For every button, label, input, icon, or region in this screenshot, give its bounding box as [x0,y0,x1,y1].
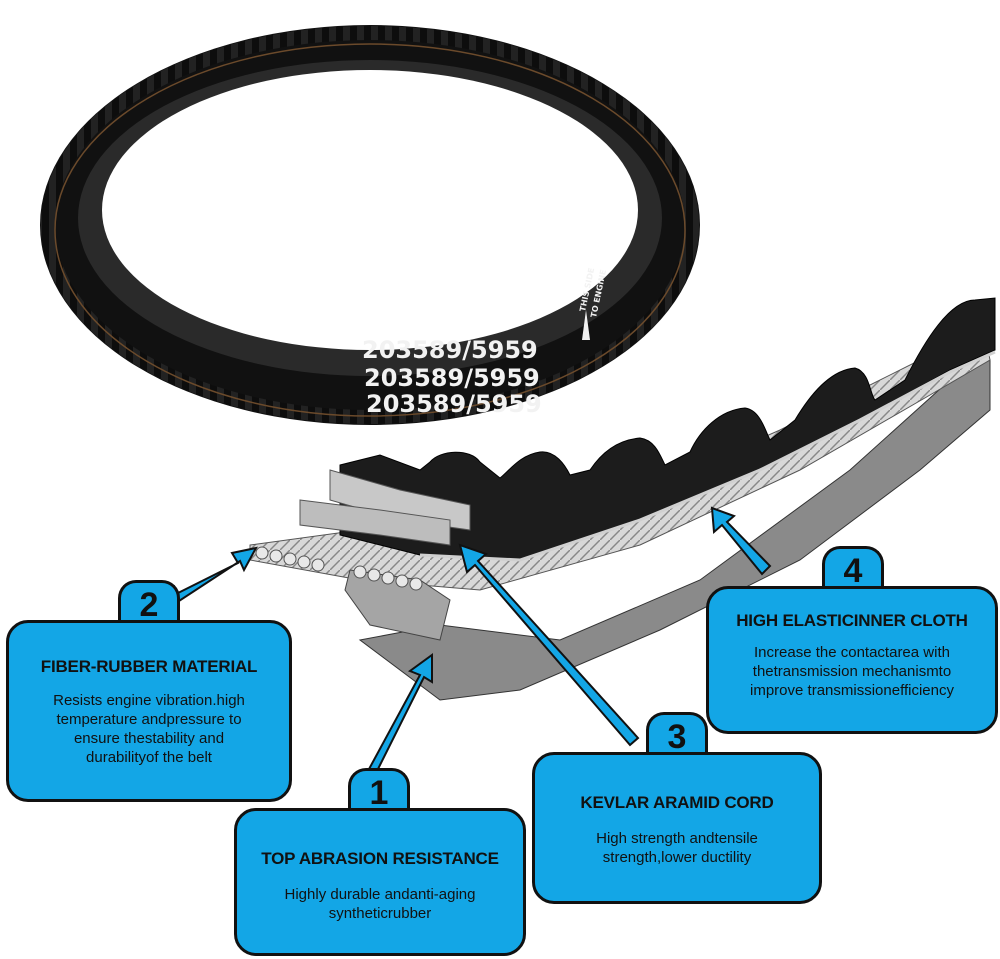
callout-arrows [170,506,772,787]
callout-4-number: 4 [843,552,863,590]
callout-3-number: 3 [667,718,687,756]
callout-2-number: 2 [139,586,159,624]
callout-1-number-tab: 1 [348,768,410,812]
callout-fiber-rubber: FIBER-RUBBER MATERIAL Resists engine vib… [6,620,292,802]
arrow-2 [170,546,258,605]
callout-3-description: High strength andtensile strength,lower … [596,830,758,866]
callout-1-description: Highly durable andanti-aging syntheticru… [284,886,476,922]
belt-print-text: 203589/5959 203589/5959 203589/5959 THIS… [362,267,608,418]
callout-4-description: Increase the contactarea with thetransmi… [750,644,954,699]
belt-code-2: 203589/5959 [364,364,540,392]
belt-arrow-icon [582,310,590,340]
callout-4-number-tab: 4 [822,546,884,590]
callout-3-title: KEVLAR ARAMID CORD [580,793,774,812]
callout-3-number-tab: 3 [646,712,708,756]
belt-code-3: 203589/5959 [366,390,542,418]
belt-ring: 203589/5959 203589/5959 203589/5959 THIS… [40,25,700,425]
callout-top-abrasion: TOP ABRASION RESISTANCE Highly durable a… [234,808,526,956]
arrow-3 [458,543,640,747]
callout-2-description: Resists engine vibration.high temperatur… [53,692,245,766]
arrow-1 [360,653,433,787]
callout-1-title: TOP ABRASION RESISTANCE [261,849,499,868]
callout-2-number-tab: 2 [118,580,180,624]
callout-4-title: HIGH ELASTICINNER CLOTH [736,611,968,630]
belt-code-1: 203589/5959 [362,336,538,364]
callout-2-title: FIBER-RUBBER MATERIAL [40,657,258,676]
callout-inner-cloth: HIGH ELASTICINNER CLOTH Increase the con… [706,586,998,734]
callout-1-number: 1 [369,774,389,812]
arrow-4 [710,506,772,576]
callout-kevlar: KEVLAR ARAMID CORD High strength andtens… [532,752,822,904]
cord-ends [255,546,423,591]
